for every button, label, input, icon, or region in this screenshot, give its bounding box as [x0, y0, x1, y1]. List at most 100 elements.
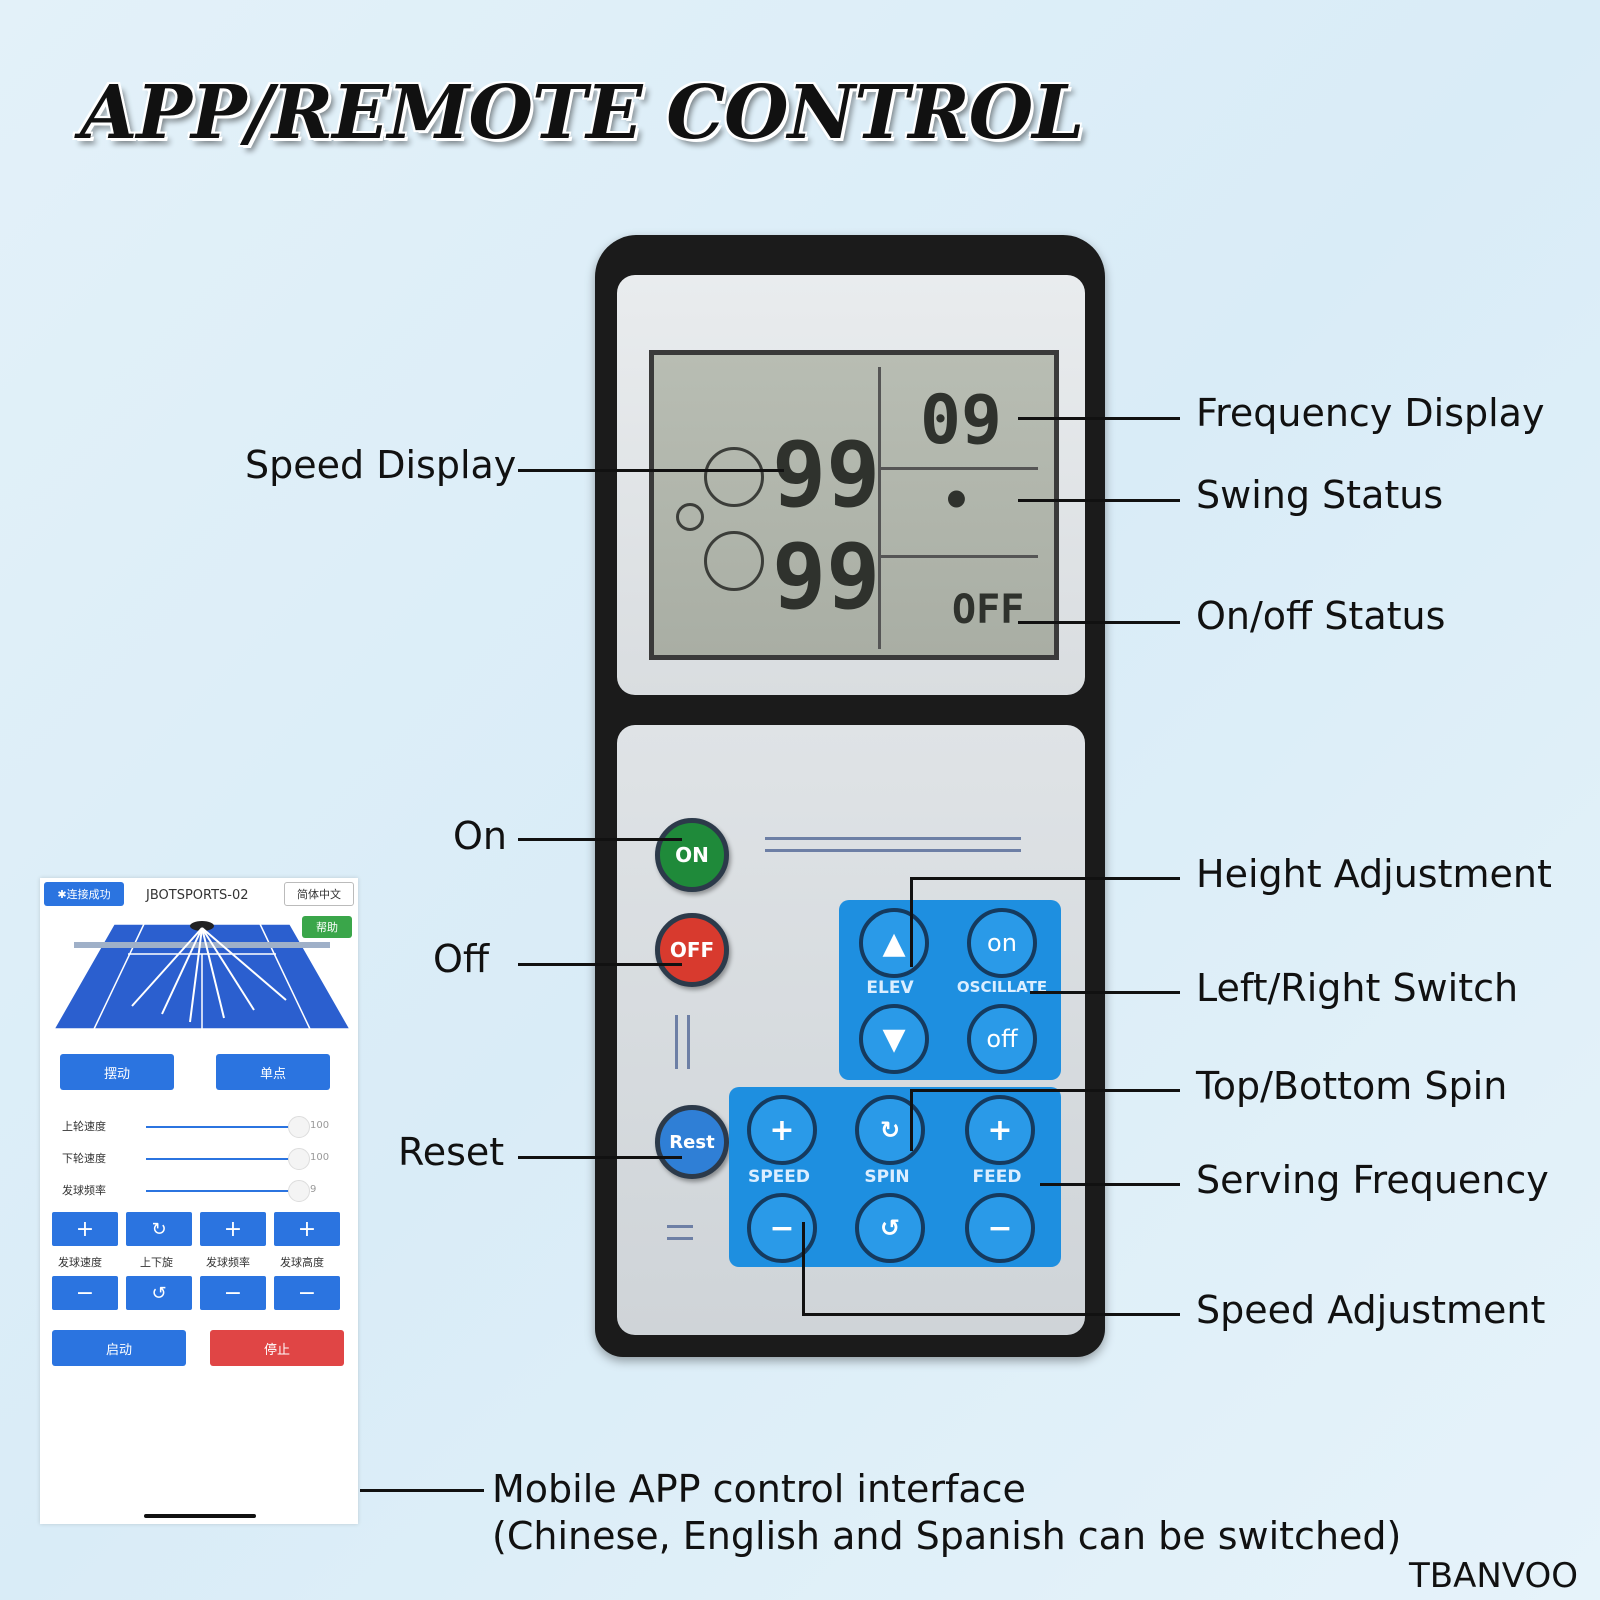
remote-control: 99 99 09 • OFF ON OFF Rest ▲ on ELEV OSC…	[595, 235, 1105, 1357]
spin-down-button[interactable]: ↺	[126, 1276, 192, 1310]
rotate-icon: ↻	[879, 1116, 901, 1144]
decor-line	[765, 837, 1021, 840]
backspin-button[interactable]: ↺	[855, 1193, 925, 1263]
control-label: 发球高度	[280, 1256, 324, 1269]
bluetooth-status: ✱连接成功	[44, 882, 124, 906]
leader-line	[1018, 621, 1180, 624]
leader-line	[518, 963, 682, 966]
label-speed-display: Speed Display	[245, 443, 517, 487]
minus-icon: −	[297, 1280, 317, 1306]
label-serving-frequency: Serving Frequency	[1196, 1158, 1549, 1202]
minus-icon: −	[75, 1280, 95, 1306]
label-off: Off	[433, 937, 490, 981]
oscillate-on-button[interactable]: on	[967, 908, 1037, 978]
rotate-icon: ↻	[151, 1218, 167, 1240]
mobile-app-screenshot: ✱连接成功 JBOTSPORTS-02 简体中文 帮助 摆动 单点 上轮速度 1…	[40, 878, 358, 1524]
leader-line	[518, 838, 682, 841]
spin-up-button[interactable]: ↻	[126, 1212, 192, 1246]
frequency-plus-button[interactable]: +	[200, 1212, 266, 1246]
slider-knob[interactable]	[288, 1116, 310, 1138]
leader-line	[802, 1222, 805, 1316]
speed-plus-button[interactable]: +	[52, 1212, 118, 1246]
control-label: 发球速度	[58, 1256, 102, 1269]
decor-line	[687, 1015, 690, 1069]
lcd-screen: 99 99 09 • OFF	[649, 350, 1059, 660]
slider-value: 100	[310, 1120, 330, 1131]
oscillate-off-button[interactable]: off	[967, 1004, 1037, 1074]
label-swing-status: Swing Status	[1196, 473, 1444, 517]
plus-icon: +	[769, 1112, 795, 1148]
feed-minus-button[interactable]: −	[965, 1193, 1035, 1263]
topspin-button[interactable]: ↻	[855, 1095, 925, 1165]
off-button[interactable]: OFF	[655, 913, 729, 987]
rotate-icon: ↺	[151, 1282, 167, 1304]
speed-spin-feed-pad: + ↻ + SPEED SPIN FEED − ↺ −	[729, 1087, 1061, 1267]
swing-mode-button[interactable]: 摆动	[60, 1054, 174, 1090]
upper-wheel-slider[interactable]	[146, 1126, 296, 1128]
lower-wheel-slider[interactable]	[146, 1158, 296, 1160]
on-button[interactable]: ON	[655, 818, 729, 892]
court-diagram	[54, 921, 350, 1030]
ball-icon	[676, 503, 704, 531]
keypad: ON OFF Rest ▲ on ELEV OSCILLATE ▼ off + …	[617, 725, 1085, 1335]
page-title: APP/REMOTE CONTROL	[80, 70, 1084, 156]
leader-line	[1040, 1183, 1180, 1186]
decor-line	[667, 1237, 693, 1240]
frequency-minus-button[interactable]: −	[200, 1276, 266, 1310]
reset-button[interactable]: Rest	[655, 1105, 729, 1179]
language-button[interactable]: 简体中文	[284, 882, 354, 906]
feed-plus-button[interactable]: +	[965, 1095, 1035, 1165]
label-onoff-status: On/off Status	[1196, 594, 1446, 638]
leader-line	[518, 1156, 682, 1159]
home-indicator	[144, 1514, 256, 1518]
minus-icon: −	[769, 1210, 795, 1246]
brand-logo: TBANVOO	[1409, 1556, 1578, 1596]
start-button[interactable]: 启动	[52, 1330, 186, 1366]
slider-knob[interactable]	[288, 1180, 310, 1202]
label-frequency-display: Frequency Display	[1196, 391, 1545, 435]
slider-knob[interactable]	[288, 1148, 310, 1170]
stop-button[interactable]: 停止	[210, 1330, 344, 1366]
speed-minus-button[interactable]: −	[747, 1193, 817, 1263]
minus-icon: −	[987, 1210, 1013, 1246]
height-plus-button[interactable]: +	[274, 1212, 340, 1246]
speed-caption: SPEED	[747, 1167, 811, 1187]
leader-line	[360, 1489, 484, 1492]
net	[74, 942, 330, 948]
elev-down-button[interactable]: ▼	[859, 1004, 929, 1074]
label-height-adjustment: Height Adjustment	[1196, 852, 1552, 896]
frequency-value: 09	[920, 381, 1002, 460]
leader-line	[802, 1313, 1180, 1316]
leader-line	[518, 469, 784, 472]
decor-line	[667, 1225, 693, 1228]
leader-line	[910, 877, 1180, 880]
single-point-button[interactable]: 单点	[216, 1054, 330, 1090]
plus-icon: +	[75, 1216, 95, 1242]
rotate-icon: ↺	[879, 1214, 901, 1242]
label-top-bottom-spin: Top/Bottom Spin	[1196, 1064, 1508, 1108]
decor-line	[765, 849, 1021, 852]
label-mobile-app: Mobile APP control interface	[492, 1467, 1026, 1511]
control-label: 上下旋	[140, 1256, 173, 1269]
height-minus-button[interactable]: −	[274, 1276, 340, 1310]
leader-line	[1018, 499, 1180, 502]
label-reset: Reset	[398, 1130, 505, 1174]
slider-label: 下轮速度	[62, 1152, 106, 1165]
top-speed-value: 99	[772, 423, 881, 528]
backspin-icon	[704, 531, 764, 591]
elev-up-button[interactable]: ▲	[859, 908, 929, 978]
slider-value: 100	[310, 1152, 330, 1163]
lcd-divider	[878, 467, 1038, 470]
label-speed-adjustment: Speed Adjustment	[1196, 1288, 1546, 1332]
decor-line	[675, 1015, 678, 1069]
plus-icon: +	[987, 1112, 1013, 1148]
lcd-divider	[878, 555, 1038, 558]
slider-label: 上轮速度	[62, 1120, 106, 1133]
leader-line	[910, 877, 913, 967]
feed-caption: FEED	[972, 1167, 1022, 1187]
leader-line	[910, 1089, 913, 1151]
speed-minus-button[interactable]: −	[52, 1276, 118, 1310]
frequency-slider[interactable]	[146, 1190, 296, 1192]
speed-plus-button[interactable]: +	[747, 1095, 817, 1165]
help-button[interactable]: 帮助	[302, 916, 352, 938]
